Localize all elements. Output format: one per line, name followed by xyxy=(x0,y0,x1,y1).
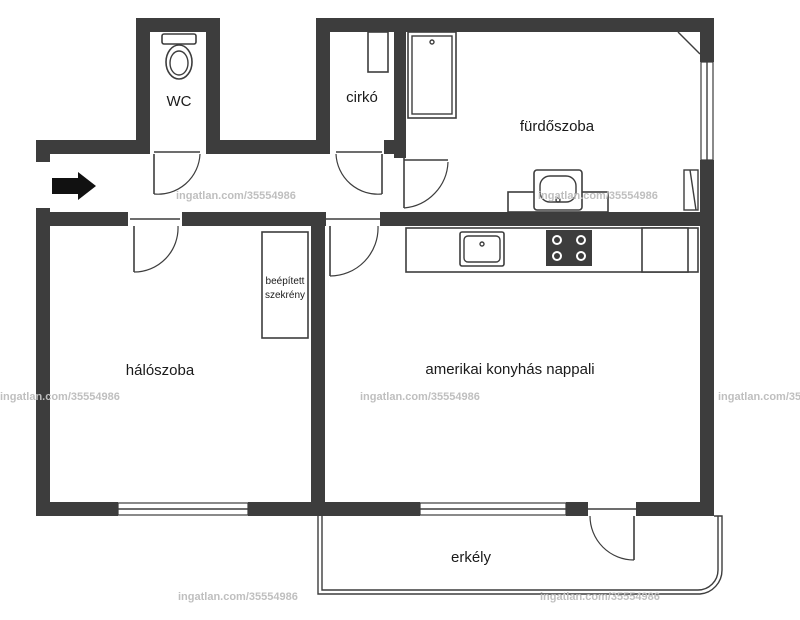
watermark-text: ingatlan.com/35554986 xyxy=(540,591,660,603)
label-wardrobe-line2: szekrény xyxy=(265,290,305,301)
wall xyxy=(36,140,150,154)
balcony-outline xyxy=(317,515,723,595)
kitchen-sink xyxy=(459,231,505,267)
wall xyxy=(380,212,714,226)
room-label-bedroom: hálószoba xyxy=(126,362,195,379)
room-label-bathroom: fürdőszoba xyxy=(520,118,595,135)
fridge xyxy=(641,227,689,273)
wall xyxy=(316,18,714,32)
wall xyxy=(136,18,220,32)
wall xyxy=(36,502,118,516)
wall xyxy=(248,502,420,516)
shower-tray xyxy=(407,31,457,119)
watermark-text: ingatlan.com/35554986 xyxy=(0,391,120,403)
walls xyxy=(36,18,714,516)
wall xyxy=(636,502,714,516)
wall xyxy=(36,212,128,226)
label-wardrobe-line1: beépített xyxy=(266,276,305,287)
watermarks: ingatlan.com/35554986 ingatlan.com/35554… xyxy=(0,190,800,603)
wall xyxy=(206,18,220,154)
watermark-text: ingatlan.com/35554986 xyxy=(538,190,658,202)
doors xyxy=(130,151,636,561)
wall xyxy=(311,226,325,516)
toilet-tank xyxy=(161,33,197,45)
watermark-text: ingatlan.com/35554986 xyxy=(176,190,296,202)
watermark-text: ingatlan.com/35554986 xyxy=(718,391,800,403)
wall xyxy=(316,18,330,154)
wall xyxy=(36,140,50,162)
wall xyxy=(182,212,326,226)
cooktop xyxy=(546,230,592,266)
room-label-balcony: erkély xyxy=(451,549,492,566)
boiler-unit xyxy=(367,31,389,73)
wall xyxy=(36,208,50,516)
room-label-wc: WC xyxy=(167,93,192,110)
watermark-text: ingatlan.com/35554986 xyxy=(360,391,480,403)
entrance-arrow-icon xyxy=(52,172,96,200)
wall xyxy=(136,18,150,154)
wall xyxy=(206,140,330,154)
room-label-living: amerikai konyhás nappali xyxy=(425,361,594,378)
fixtures xyxy=(161,31,723,595)
watermark-text: ingatlan.com/35554986 xyxy=(178,591,298,603)
wall xyxy=(384,140,406,154)
wall xyxy=(394,18,406,158)
wall xyxy=(700,18,714,62)
washbasin xyxy=(533,169,583,211)
windows xyxy=(117,61,714,516)
wall xyxy=(700,160,714,516)
room-label-boiler: cirkó xyxy=(346,89,378,106)
built-in-wardrobe xyxy=(261,231,309,339)
wall xyxy=(566,502,588,516)
